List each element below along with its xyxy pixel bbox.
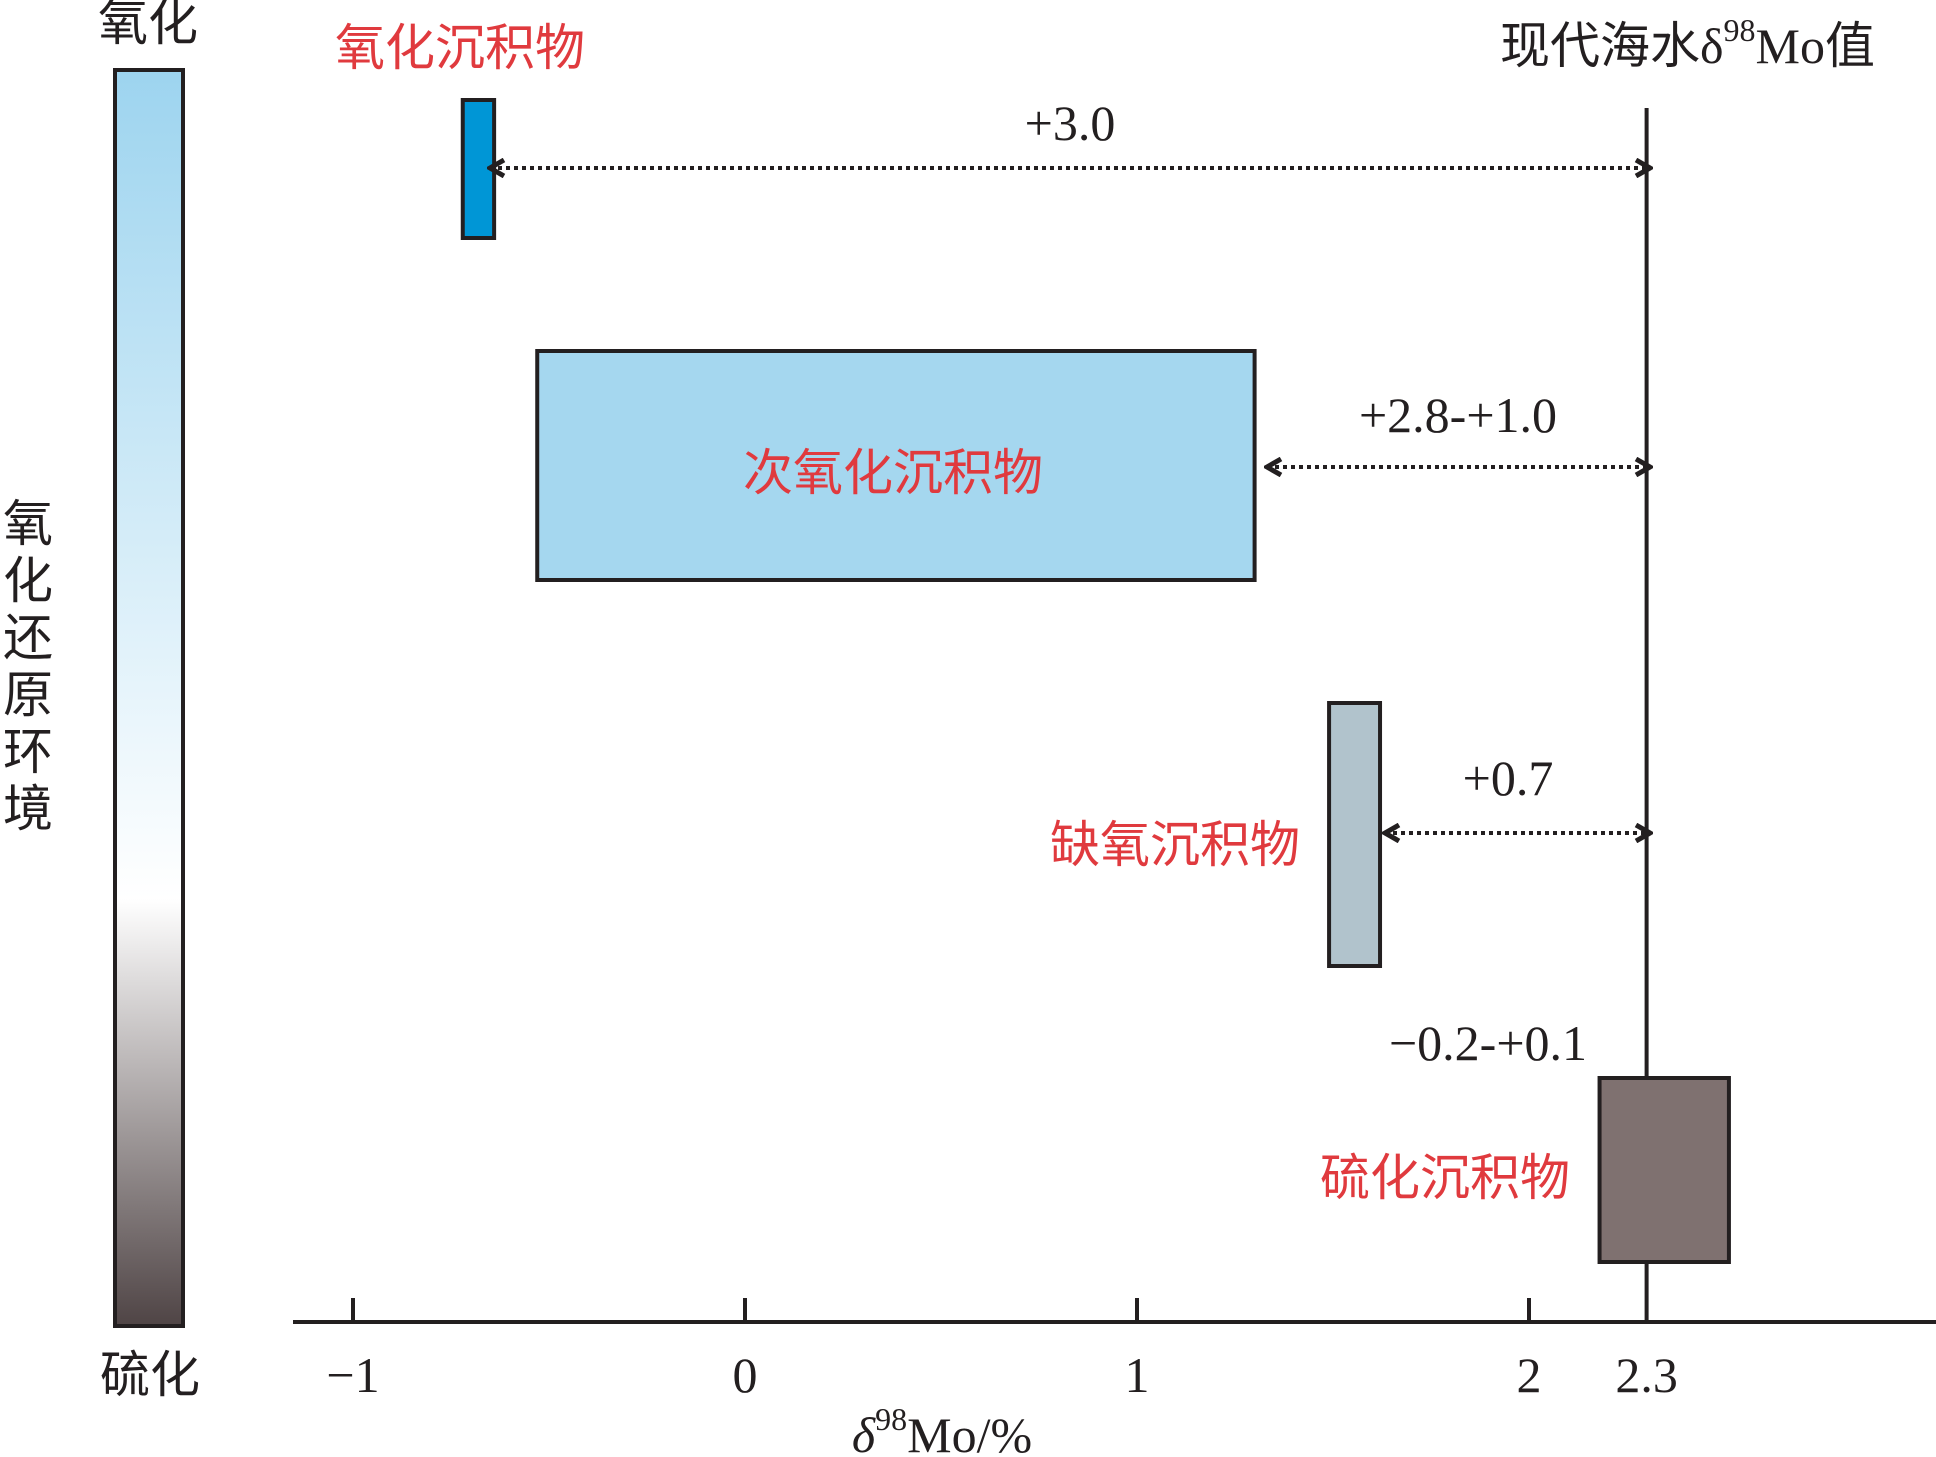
sediment-box-euxinic — [1597, 1076, 1731, 1264]
sediment-label-suboxic: 次氧化沉积物 — [743, 444, 1043, 502]
seawater-label-prefix: 现代海水δ — [1500, 18, 1724, 74]
sediment-label-anoxic: 缺氧沉积物 — [1050, 816, 1300, 874]
offset-label-suboxic: +2.8-+1.0 — [1359, 387, 1557, 443]
redox-environment-char: 环 — [3, 723, 53, 781]
x-axis-title-sup: 98 — [875, 1401, 907, 1437]
sediment-box-anoxic — [1327, 701, 1383, 968]
sediment-label-euxinic: 硫化沉积物 — [1320, 1149, 1570, 1207]
seawater-label: 现代海水δ98Mo值 — [1500, 12, 1875, 74]
x-axis-tick-label: 2 — [1517, 1347, 1542, 1403]
x-axis-title-suffix: Mo/% — [907, 1407, 1032, 1457]
redox-gradient-bar — [113, 68, 185, 1328]
x-axis-tick-label: 1 — [1125, 1347, 1150, 1403]
x-axis-ticks: −1 0 1 2 2.3 — [326, 1298, 1678, 1403]
offset-label-anoxic: +0.7 — [1463, 750, 1554, 806]
x-axis-title: δ98Mo/% — [852, 1401, 1032, 1457]
sediment-group: 氧化沉积物 +3.0 次氧化沉积物 +2.8-+1.0 缺氧沉积物 +0.7 硫化沉积物 −0… — [335, 19, 1731, 1264]
gradient-top-label: 氧化 — [98, 0, 198, 52]
x-axis-tick-label: 0 — [733, 1347, 758, 1403]
sediment-label-oxic: 氧化沉积物 — [335, 19, 585, 77]
offset-label-euxinic: −0.2-+0.1 — [1389, 1015, 1587, 1071]
offset-label-oxic: +3.0 — [1025, 95, 1116, 151]
sediment-box-oxic — [460, 98, 497, 240]
x-axis-title-prefix: δ — [852, 1407, 876, 1457]
redox-environment-char: 还 — [3, 609, 53, 667]
gradient-bottom-label: 硫化 — [100, 1346, 200, 1404]
x-axis: −1 0 1 2 2.3 δ98Mo/% — [293, 1298, 1936, 1457]
redox-environment-char: 原 — [3, 666, 53, 724]
x-axis-seawater-tick-label: 2.3 — [1615, 1347, 1678, 1403]
seawater-label-suffix: Mo值 — [1756, 18, 1875, 74]
x-axis-tick-label: −1 — [326, 1347, 379, 1403]
redox-environment-char: 氧 — [3, 495, 53, 553]
sediment-box-suboxic — [535, 349, 1257, 582]
redox-environment-char: 化 — [3, 552, 53, 610]
redox-environment-char: 境 — [3, 780, 53, 838]
seawater-label-sup: 98 — [1724, 12, 1756, 48]
